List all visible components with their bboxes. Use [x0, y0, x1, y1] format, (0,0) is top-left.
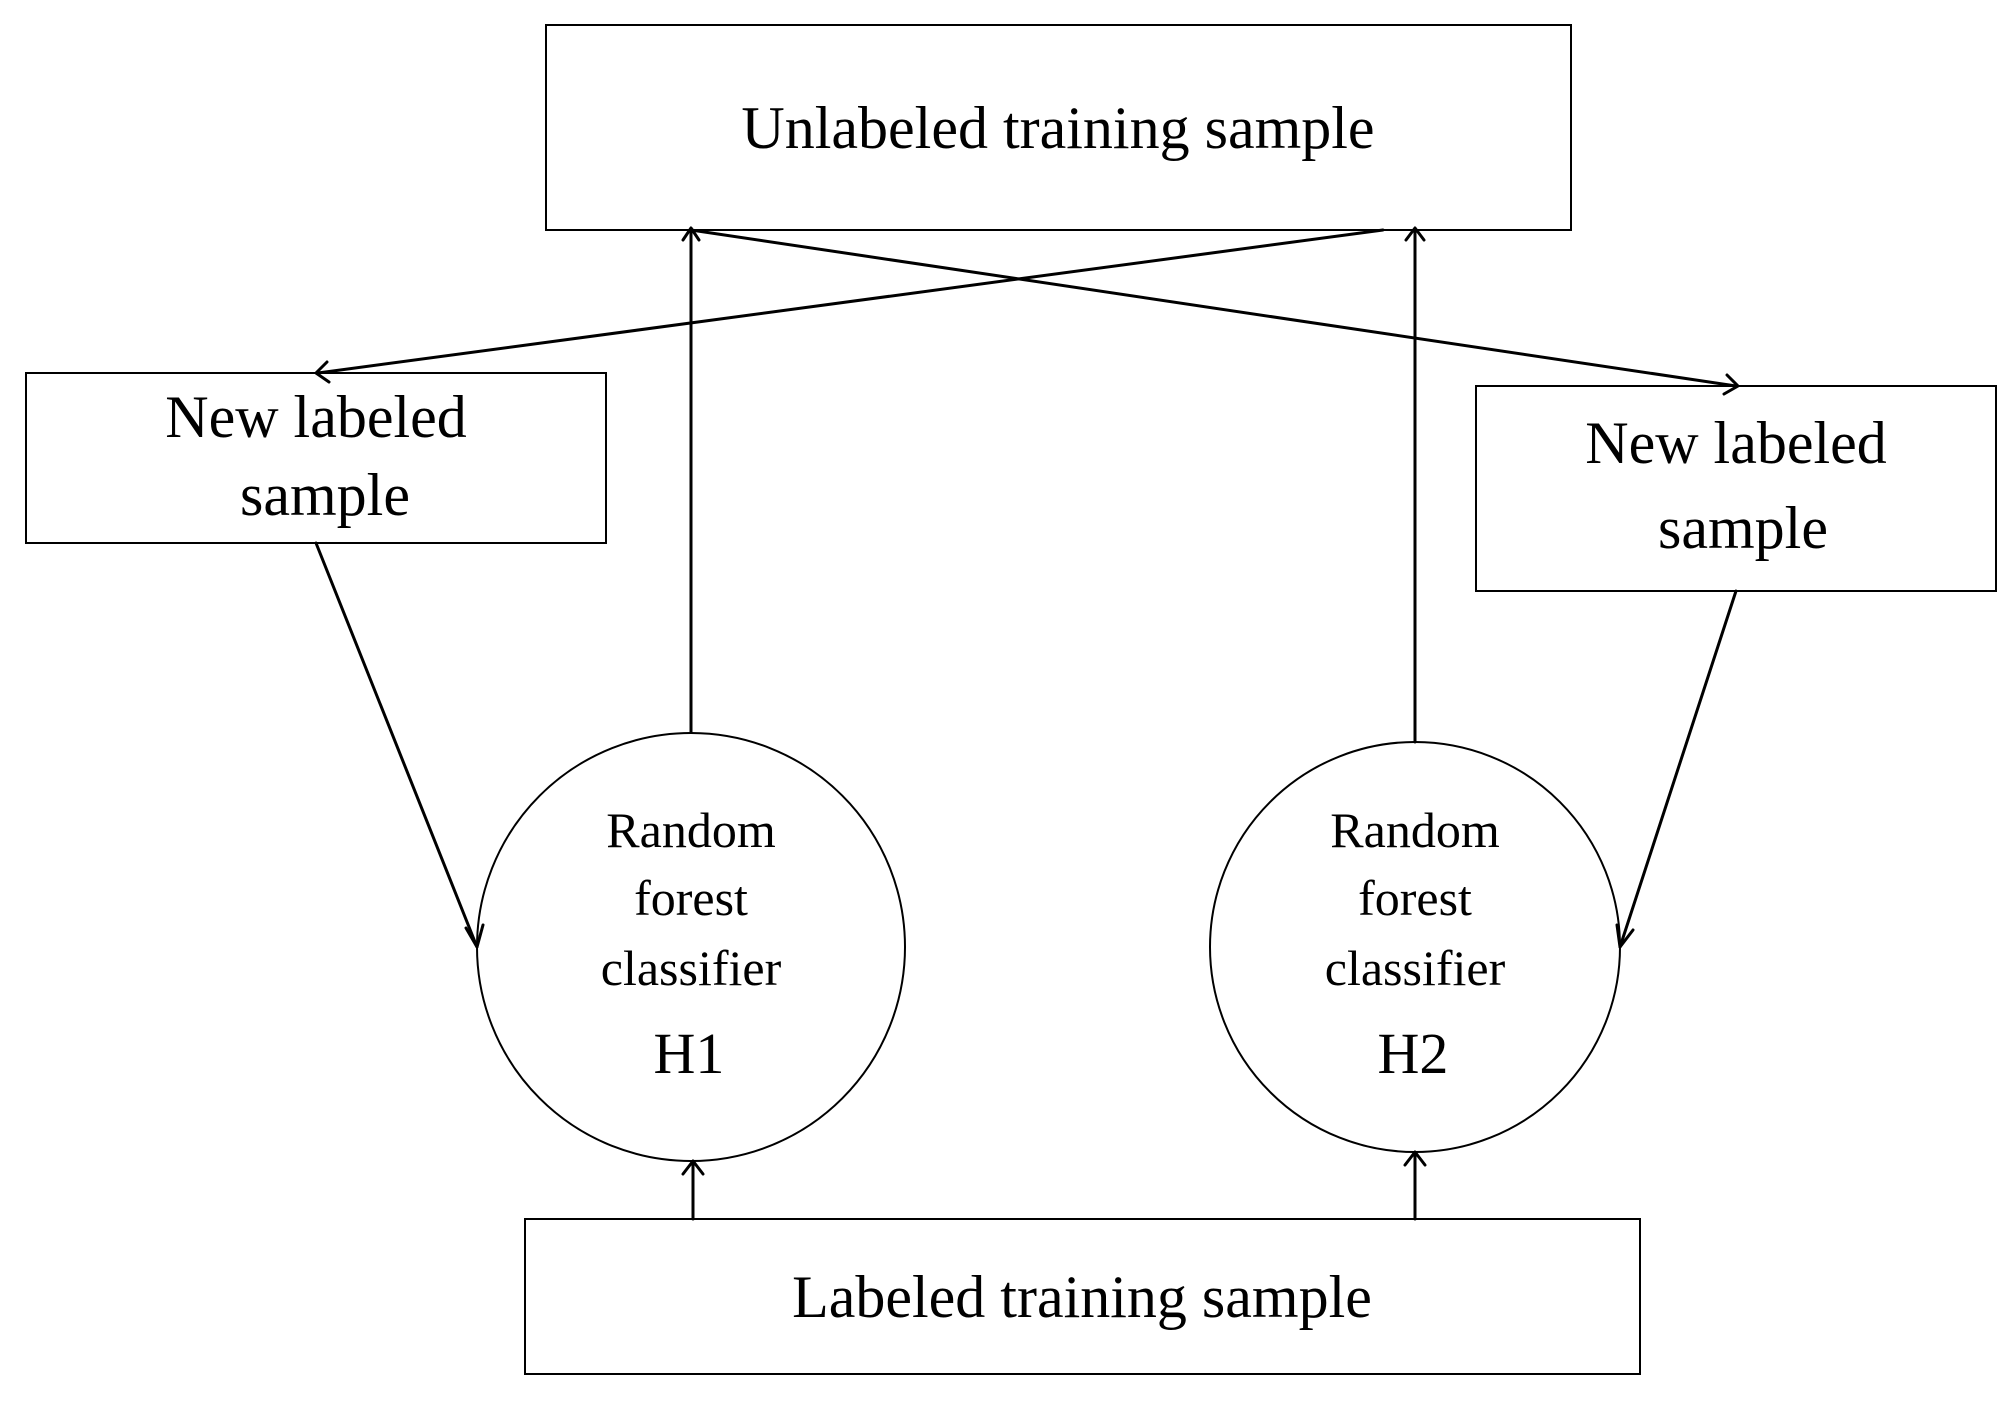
new-labeled-sample-left-node: New labeled sample — [25, 372, 607, 544]
h1-line1: Random — [606, 802, 776, 858]
h1-line2: forest — [634, 870, 748, 926]
unlabeled-training-sample-label: Unlabeled training sample — [741, 95, 1374, 161]
edge-unlabeled-to-new-labeled-right — [689, 228, 1740, 396]
new-labeled-sample-left-line1: New labeled — [165, 384, 467, 450]
labeled-training-sample-label: Labeled training sample — [792, 1264, 1372, 1330]
new-labeled-sample-right-line2: sample — [1658, 495, 1828, 561]
h2-line3: classifier — [1325, 940, 1506, 996]
unlabeled-training-sample-node: Unlabeled training sample — [545, 24, 1572, 231]
new-labeled-sample-right-line1: New labeled — [1585, 410, 1887, 476]
random-forest-classifier-h2-node: Random forest classifier H2 — [1209, 741, 1621, 1153]
random-forest-classifier-h1-node: Random forest classifier H1 — [476, 732, 906, 1162]
h1-line4: H1 — [654, 1021, 725, 1086]
edge-h1-to-unlabeled — [681, 226, 701, 734]
h1-line3: classifier — [601, 940, 782, 996]
new-labeled-sample-right-node: New labeled sample — [1475, 385, 1997, 592]
new-labeled-sample-left-line2: sample — [240, 462, 410, 528]
h2-line2: forest — [1358, 870, 1472, 926]
edge-new-labeled-right-to-h2 — [1615, 589, 1738, 949]
edge-new-labeled-left-to-h1 — [314, 541, 485, 949]
edge-labeled-to-h2 — [1403, 1150, 1427, 1221]
labeled-training-sample-node: Labeled training sample — [524, 1218, 1641, 1375]
edge-h2-to-unlabeled — [1404, 226, 1426, 744]
edge-labeled-to-h1 — [681, 1159, 705, 1221]
h2-line1: Random — [1330, 802, 1500, 858]
h2-line4: H2 — [1378, 1021, 1449, 1086]
edge-unlabeled-to-new-labeled-left — [314, 228, 1385, 384]
